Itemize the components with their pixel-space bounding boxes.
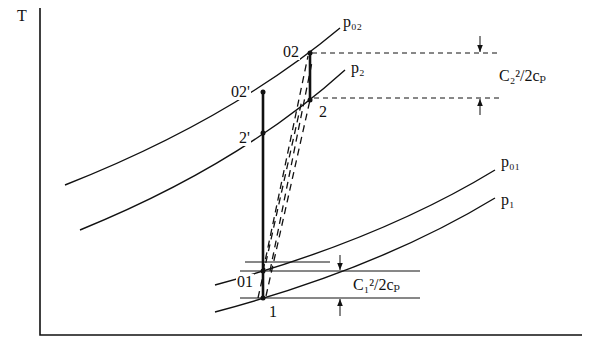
isobar-label: p₁ bbox=[500, 192, 516, 208]
dimension-label: C₂²/2cₚ bbox=[498, 68, 547, 84]
state-label: 2 bbox=[318, 104, 328, 120]
state-label: 02' bbox=[230, 84, 251, 100]
state-label: 02 bbox=[282, 44, 300, 60]
state-label: 1 bbox=[268, 304, 278, 320]
isobar-label: p₀₂ bbox=[342, 14, 363, 30]
state-label: 2' bbox=[238, 130, 251, 146]
isobar-label: p₂ bbox=[350, 60, 366, 76]
dimension-label: C₁²/2cₚ bbox=[352, 277, 401, 293]
axis-label: T bbox=[16, 8, 28, 24]
isobar-label: p₀₁ bbox=[500, 154, 521, 170]
state-label: 01 bbox=[236, 274, 254, 290]
